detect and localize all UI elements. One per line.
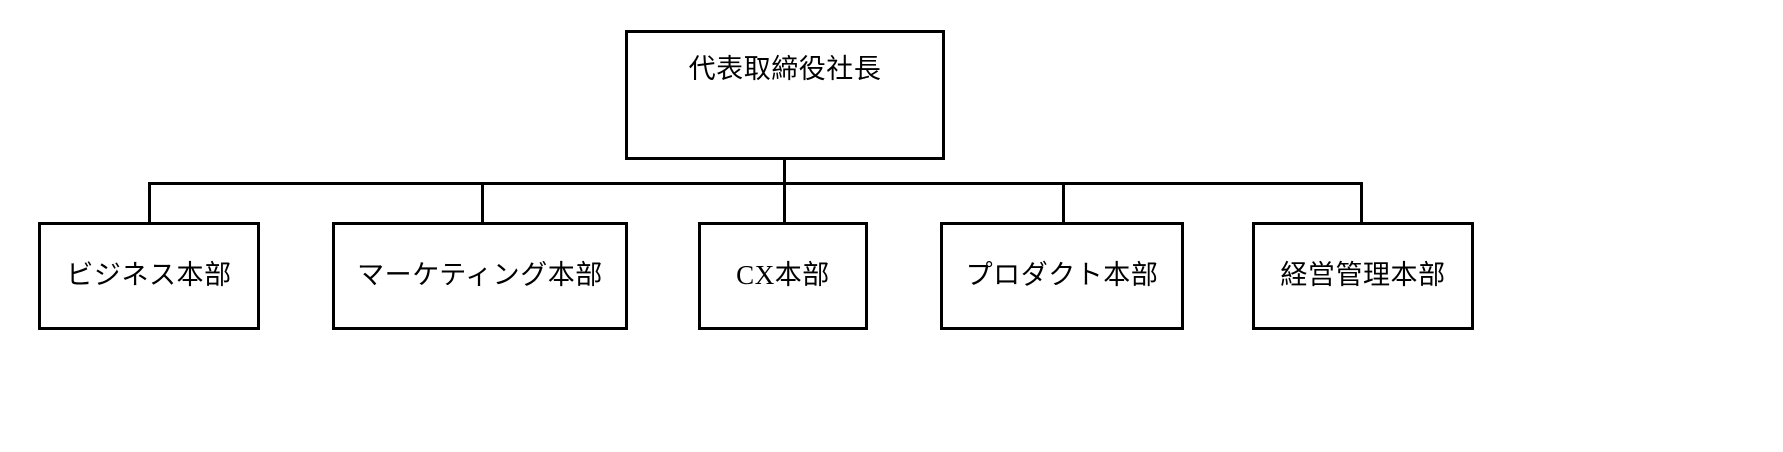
connector-drop-product <box>1062 182 1065 224</box>
org-node-cx-label: CX本部 <box>736 260 830 291</box>
connector-drop-cx <box>783 182 786 224</box>
org-node-marketing-label: マーケティング本部 <box>357 260 603 291</box>
org-node-management-label: 経営管理本部 <box>1280 260 1446 291</box>
org-node-product[interactable]: プロダクト本部 <box>940 222 1184 330</box>
connector-drop-management <box>1360 182 1363 224</box>
org-node-management[interactable]: 経営管理本部 <box>1252 222 1474 330</box>
connector-horizontal-bus <box>148 182 1362 185</box>
org-node-cx[interactable]: CX本部 <box>698 222 868 330</box>
org-node-marketing[interactable]: マーケティング本部 <box>332 222 628 330</box>
connector-drop-business <box>148 182 151 224</box>
org-node-product-label: プロダクト本部 <box>965 260 1159 291</box>
org-node-root[interactable]: 代表取締役社長 <box>625 30 945 160</box>
org-node-root-label: 代表取締役社長 <box>688 54 882 84</box>
connector-drop-marketing <box>481 182 484 224</box>
org-node-business[interactable]: ビジネス本部 <box>38 222 260 330</box>
org-node-business-label: ビジネス本部 <box>66 260 232 291</box>
